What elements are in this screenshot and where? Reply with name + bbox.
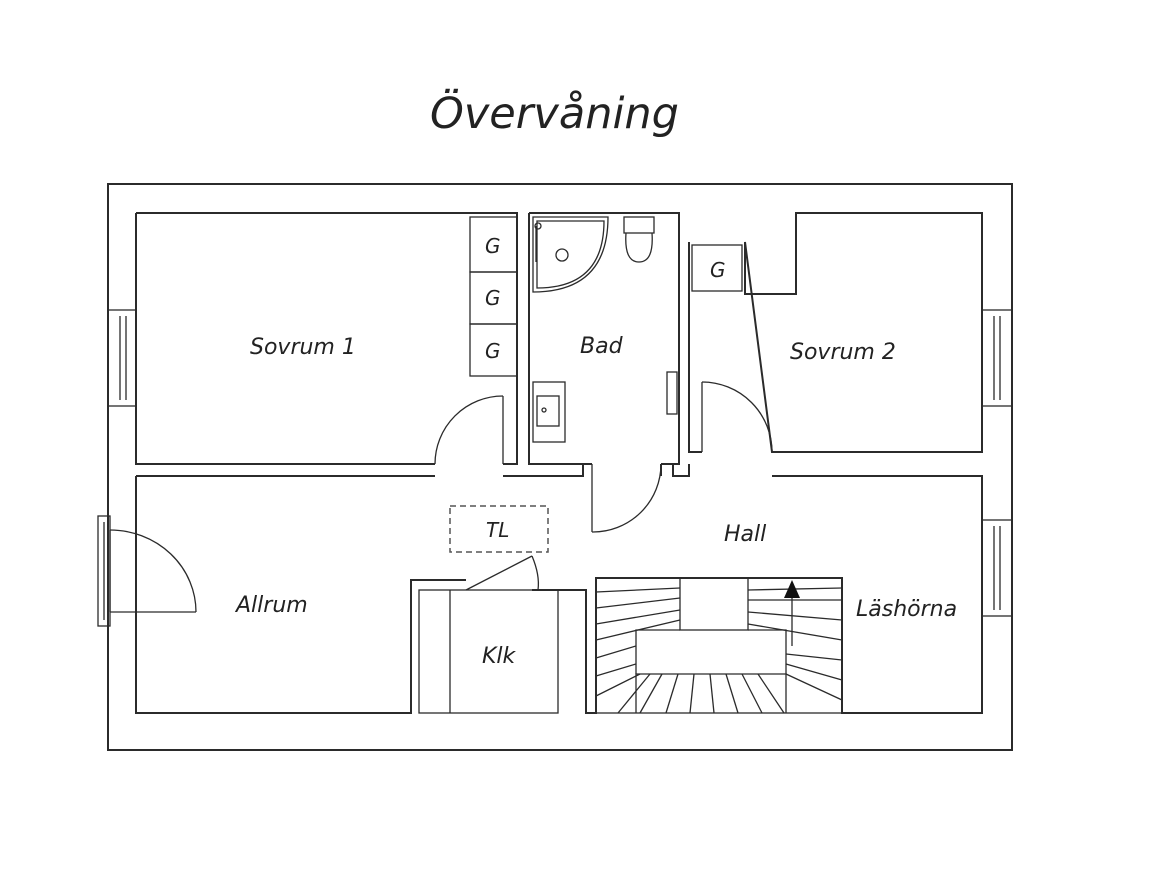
- door-allrum: [109, 529, 197, 613]
- sink-icon: [532, 381, 566, 443]
- wardrobes-sovrum1: [469, 216, 518, 377]
- closet-klk: [418, 589, 586, 714]
- window-sovrum2: [981, 309, 1013, 407]
- door-sovrum1: [434, 395, 504, 465]
- wardrobe-label: G: [485, 234, 501, 258]
- stair-direction-arrow-icon: [784, 580, 800, 598]
- door-klk: [465, 555, 540, 591]
- room-label-lashorna: Läshörna: [856, 597, 957, 622]
- sovrum2-walls: [688, 212, 983, 453]
- room-label-allrum: Allrum: [234, 593, 308, 618]
- room-label-sovrum2: Sovrum 2: [790, 340, 896, 365]
- outer-wall: [107, 183, 1013, 751]
- room-label-klk: Klk: [482, 644, 517, 669]
- staircase: [595, 577, 843, 714]
- bad-walls: [528, 212, 680, 465]
- room-label-tl: TL: [486, 518, 509, 542]
- toilet-icon: [623, 216, 655, 263]
- window-lashorna: [981, 519, 1013, 617]
- door-bad: [591, 463, 662, 533]
- room-label-bad: Bad: [580, 334, 624, 359]
- wardrobe-label: G: [710, 258, 726, 282]
- attic-hatch: [449, 505, 549, 553]
- door-sovrum2: [701, 381, 773, 453]
- wardrobe-sovrum2: [691, 244, 743, 292]
- window-sovrum1: [107, 309, 137, 407]
- room-label-sovrum1: Sovrum 1: [250, 335, 356, 360]
- window-bad: [666, 371, 678, 415]
- shower-icon: [532, 216, 609, 293]
- lower-area-walls: [135, 464, 983, 714]
- wardrobe-label: G: [485, 339, 501, 363]
- wardrobe-label: G: [485, 286, 501, 310]
- room-label-hall: Hall: [724, 522, 766, 547]
- floor-title: Övervåning: [430, 88, 679, 139]
